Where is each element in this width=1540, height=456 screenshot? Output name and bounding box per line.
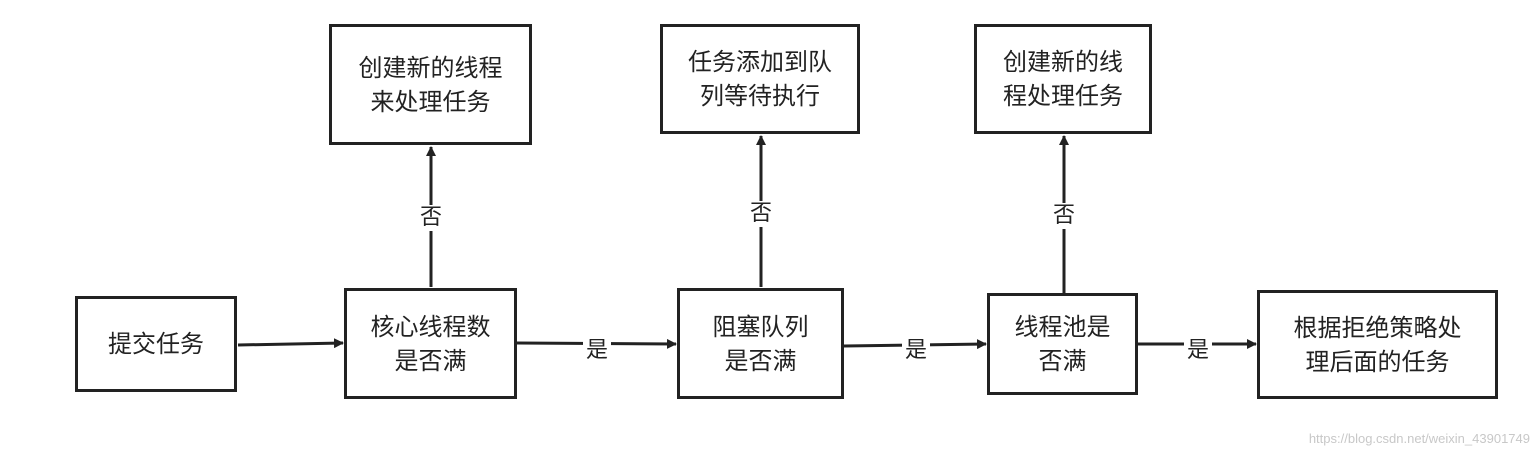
edge-label-no-core: 否 bbox=[417, 205, 446, 231]
pool-full-check-node: 线程池是 否满 bbox=[987, 293, 1138, 395]
enqueue-task-node: 任务添加到队 列等待执行 bbox=[660, 24, 860, 134]
edge-label-yes-core: 是 bbox=[583, 338, 612, 364]
create-core-thread-node: 创建新的线程 来处理任务 bbox=[329, 24, 532, 145]
reject-policy-label: 根据拒绝策略处 理后面的任务 bbox=[1293, 313, 1462, 376]
arrow-submit-to-core bbox=[237, 338, 344, 349]
edge-label-yes-pool: 是 bbox=[1184, 338, 1213, 364]
create-noncore-thread-node: 创建新的线 程处理任务 bbox=[974, 24, 1152, 134]
queue-full-check-label: 阻塞队列 是否满 bbox=[712, 312, 809, 375]
reject-policy-node: 根据拒绝策略处 理后面的任务 bbox=[1257, 290, 1498, 399]
core-threads-check-node: 核心线程数 是否满 bbox=[344, 288, 517, 399]
create-core-thread-label: 创建新的线程 来处理任务 bbox=[358, 53, 503, 116]
enqueue-task-label: 任务添加到队 列等待执行 bbox=[688, 48, 832, 110]
edge-label-yes-queue: 是 bbox=[902, 338, 931, 364]
watermark-url: https://blog.csdn.net/weixin_43901749 bbox=[1308, 431, 1530, 446]
submit-task-node: 提交任务 bbox=[75, 296, 237, 392]
edge-label-no-pool: 否 bbox=[1050, 203, 1079, 229]
edge-label-no-queue: 否 bbox=[747, 201, 776, 227]
create-noncore-thread-label: 创建新的线 程处理任务 bbox=[1003, 48, 1123, 110]
core-threads-check-label: 核心线程数 是否满 bbox=[370, 312, 491, 375]
pool-full-check-label: 线程池是 否满 bbox=[1014, 313, 1111, 375]
submit-task-label: 提交任务 bbox=[108, 330, 204, 358]
queue-full-check-node: 阻塞队列 是否满 bbox=[677, 288, 844, 399]
